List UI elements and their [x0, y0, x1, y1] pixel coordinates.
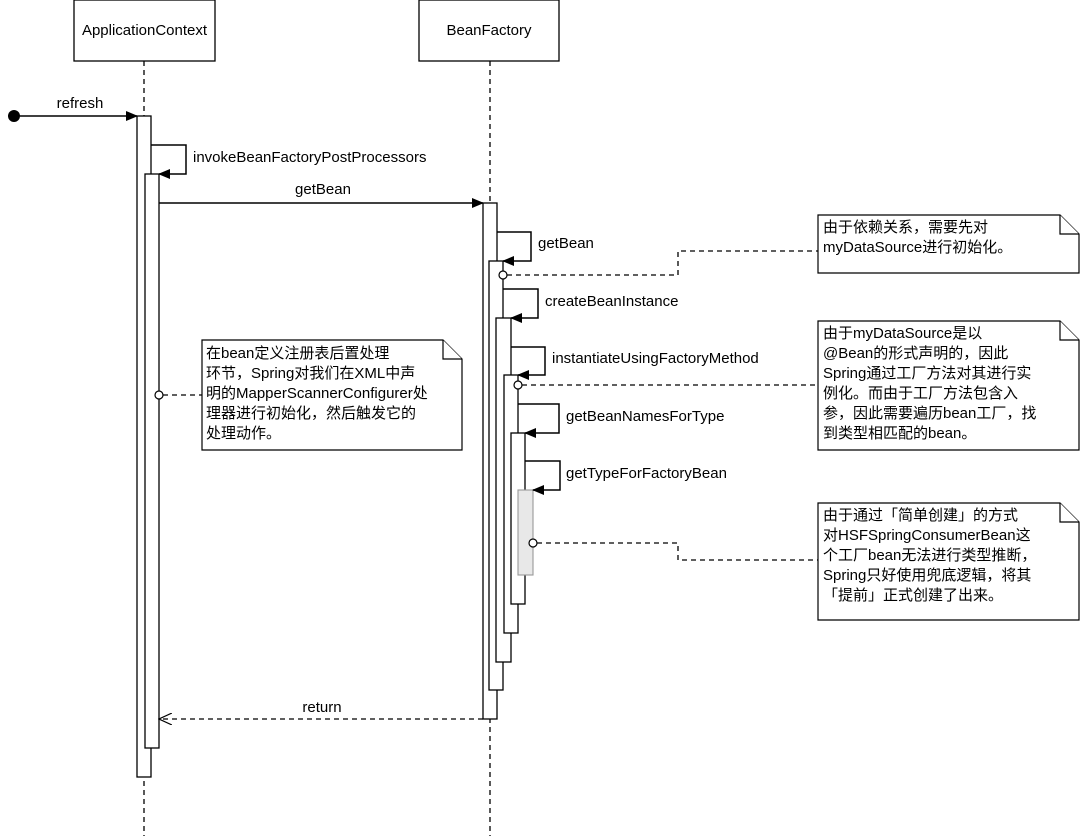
- note-consumer-bean-line-2: 对HSFSpringConsumerBean这: [823, 527, 1031, 544]
- note-post-processor: 在bean定义注册表后置处理 环节，Spring对我们在XML中声 明的Mapp…: [201, 339, 463, 451]
- note-consumer-bean-line-4: Spring只好使用兜底逻辑，将其: [823, 566, 1031, 584]
- note-consumer-bean-anchor: [528, 538, 538, 548]
- participant-bean-factory-label: BeanFactory: [446, 22, 532, 39]
- note-consumer-bean-connector: [537, 542, 818, 561]
- note-post-processor-line-3: 明的MapperScannerConfigurer处: [206, 385, 428, 402]
- note-consumer-bean-line-3: 个工厂bean无法进行类型推断，: [823, 547, 1036, 564]
- note-datasource: 由于依赖关系，需要先对 myDataSource进行初始化。: [817, 214, 1080, 274]
- note-consumer-bean-line-1: 由于通过「简单创建」的方式: [823, 507, 1018, 524]
- message-getbean-label: getBean: [295, 181, 351, 198]
- activation-app-invoke: [144, 173, 160, 749]
- participant-bean-factory: BeanFactory: [418, 0, 560, 62]
- note-datasource-anchor: [498, 270, 508, 280]
- message-get-type-for-factory-bean: [525, 460, 561, 495]
- note-factory-method: 由于myDataSource是以 @Bean的形式声明的，因此 Spring通过…: [817, 320, 1080, 451]
- note-factory-method-line-2: @Bean的形式声明的，因此: [823, 344, 1008, 362]
- message-invoke-post-processors-label: invokeBeanFactoryPostProcessors: [193, 149, 426, 166]
- message-instantiate-factory-method-label: instantiateUsingFactoryMethod: [552, 350, 759, 367]
- participant-application-context: ApplicationContext: [73, 0, 216, 62]
- note-datasource-connector: [507, 250, 818, 276]
- participant-application-context-label: ApplicationContext: [82, 22, 208, 39]
- message-instantiate-factory-method: [511, 346, 546, 380]
- message-create-bean-instance: [503, 288, 539, 323]
- note-datasource-line-1: 由于依赖关系，需要先对: [823, 219, 988, 236]
- message-getbean-self: [497, 231, 532, 266]
- message-invoke-post-processors: [151, 144, 187, 179]
- note-post-processor-line-4: 理器进行初始化，然后触发它的: [206, 404, 416, 422]
- note-post-processor-line-1: 在bean定义注册表后置处理: [206, 345, 389, 362]
- message-return-label: return: [302, 699, 341, 716]
- message-get-bean-names-for-type: [518, 403, 560, 438]
- note-post-processor-anchor: [154, 390, 164, 400]
- message-get-type-for-factory-bean-label: getTypeForFactoryBean: [566, 465, 727, 482]
- note-factory-method-line-4: 例化。而由于工厂方法包含入: [823, 385, 1018, 402]
- note-factory-method-anchor: [513, 380, 523, 390]
- start-dot: [8, 110, 20, 122]
- message-refresh-label: refresh: [57, 95, 104, 112]
- message-create-bean-instance-label: createBeanInstance: [545, 293, 678, 310]
- note-post-processor-line-2: 环节，Spring对我们在XML中声: [206, 364, 415, 382]
- message-getbean-self-label: getBean: [538, 235, 594, 252]
- activation-bf-get-type-for-factory-bean: [517, 489, 534, 576]
- note-post-processor-line-5: 处理动作。: [206, 425, 281, 442]
- note-datasource-line-2: myDataSource进行初始化。: [823, 239, 1012, 256]
- note-factory-method-line-1: 由于myDataSource是以: [823, 325, 982, 342]
- message-get-bean-names-for-type-label: getBeanNamesForType: [566, 408, 724, 425]
- note-consumer-bean: 由于通过「简单创建」的方式 对HSFSpringConsumerBean这 个工…: [817, 502, 1080, 621]
- note-consumer-bean-line-5: 「提前」正式创建了出来。: [823, 587, 1003, 604]
- note-factory-method-line-3: Spring通过工厂方法对其进行实: [823, 365, 1031, 382]
- note-factory-method-line-6: 到类型相匹配的bean。: [823, 425, 976, 442]
- note-factory-method-line-5: 参，因此需要遍历bean工厂，找: [823, 405, 1036, 422]
